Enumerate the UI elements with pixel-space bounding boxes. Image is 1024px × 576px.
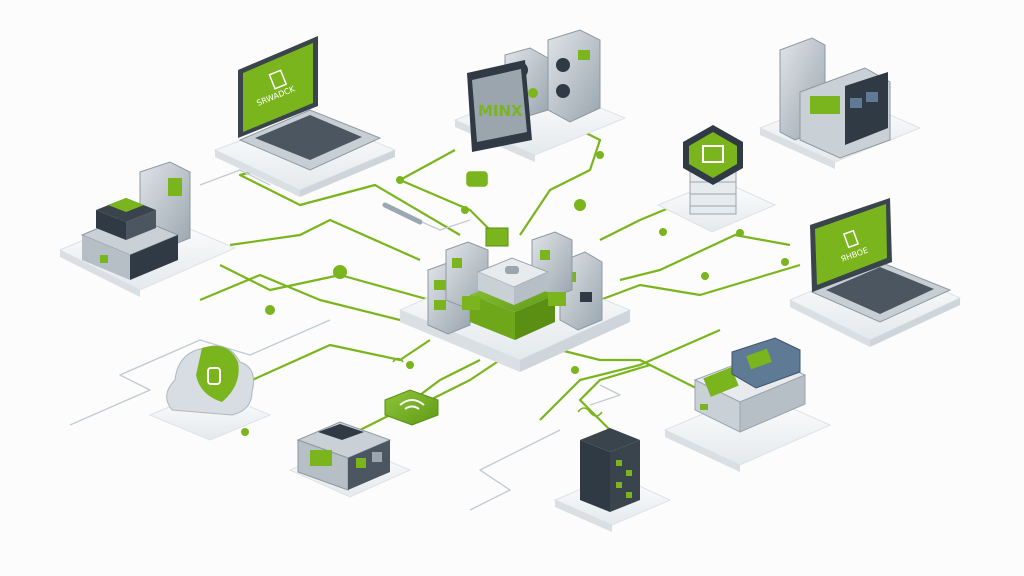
node-connector-icon (392, 357, 404, 363)
tablet-server-node: MINX (453, 29, 627, 162)
hardware-module-node (288, 421, 412, 498)
datacenter-hub-icon (427, 227, 603, 340)
storage-unit-icon (693, 337, 807, 433)
node-dot (701, 272, 709, 280)
link-right-low (539, 328, 721, 421)
link-workstation-mid (219, 264, 431, 302)
node-dot (241, 428, 249, 436)
hardware-module-icon (296, 421, 392, 491)
router-icon (384, 389, 439, 426)
link-gray-1 (69, 319, 331, 426)
link-cloud-hub (229, 339, 431, 392)
node-dot (406, 361, 414, 369)
node-badge (466, 171, 488, 187)
central-hub-node (398, 227, 632, 372)
node-dot (461, 206, 469, 214)
cloud-node (148, 345, 272, 441)
node-dot (781, 258, 789, 266)
laptop-icon: SRWADCK (238, 36, 382, 171)
link-storage-hub (559, 348, 701, 391)
tablet-screen-label: MINX (478, 102, 523, 120)
cloud-icon (166, 345, 254, 416)
node-dot (396, 176, 404, 184)
node-connector-icon (577, 407, 603, 417)
node-dot (571, 366, 579, 374)
rack-server-icon (580, 428, 640, 512)
link-gray-5 (589, 384, 621, 406)
workstation-right-node (758, 37, 922, 169)
link-gray-2 (199, 169, 271, 186)
cable-segment (382, 202, 423, 225)
laptop-right-node: ЯHBOE (788, 198, 962, 347)
node-dot (659, 228, 667, 236)
node-dot (574, 199, 586, 211)
server-rack-icon (80, 161, 191, 280)
router-node (384, 389, 439, 426)
hexagon-storage-icon (683, 125, 743, 215)
link-router-hub (419, 359, 501, 406)
link-tablet-hub (398, 149, 501, 241)
hex-storage-node (656, 125, 777, 233)
link-workstation-hub (229, 218, 421, 262)
connection-lines (69, 119, 801, 511)
link-left-long (199, 273, 401, 322)
node-dot (333, 265, 347, 279)
node-dot (736, 229, 744, 237)
node-dot (596, 151, 604, 159)
link-right-mid (619, 233, 791, 282)
workstation-icon (779, 37, 891, 159)
server-building-node (58, 161, 237, 297)
link-gray-3 (469, 429, 561, 511)
laptop-left-node: SRWADCK (213, 36, 397, 197)
laptop-icon: ЯHBOE (810, 198, 952, 323)
node-dot (265, 305, 275, 315)
link-laptop-right-hub (599, 263, 801, 302)
storage-unit-node (663, 337, 832, 472)
tablet-icon: MINX (467, 60, 532, 152)
link-rack-hub (578, 363, 651, 431)
rack-server-node (553, 428, 672, 532)
